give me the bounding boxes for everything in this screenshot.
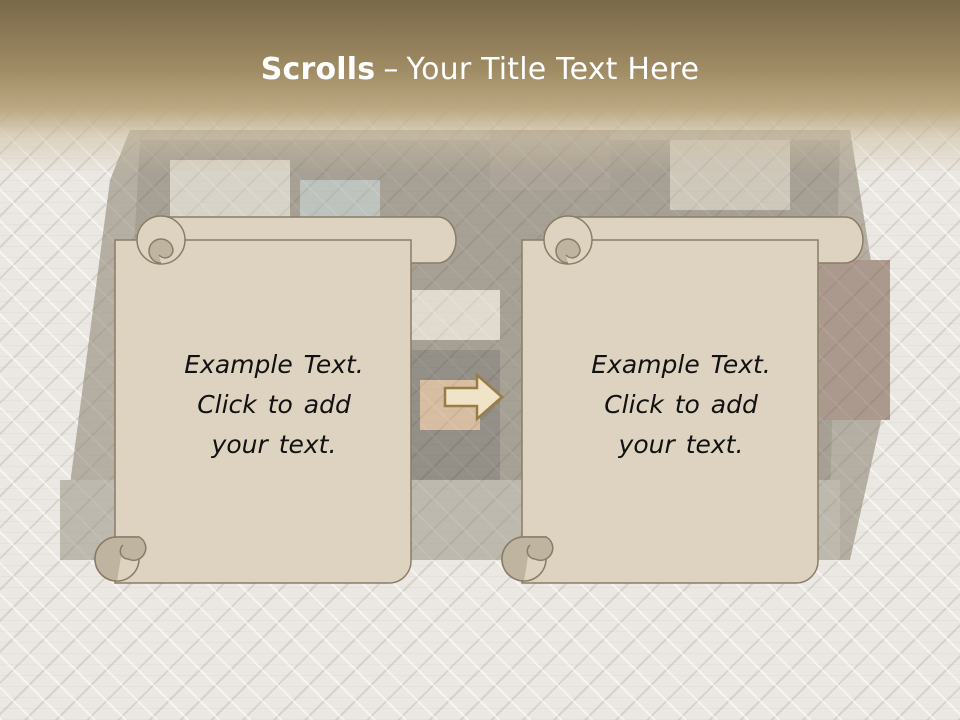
- scroll-right[interactable]: Example Text. Click to add your text.: [500, 215, 870, 585]
- scroll-left-line3: your text.: [211, 430, 337, 459]
- scroll-left-line1: Example Text.: [184, 350, 364, 379]
- scroll-left-text[interactable]: Example Text. Click to add your text.: [138, 345, 410, 465]
- scroll-right-line3: your text.: [618, 430, 744, 459]
- title-rest: Your Title Text Here: [406, 52, 700, 87]
- right-arrow-icon: [443, 372, 505, 422]
- title-dash: –: [383, 52, 399, 87]
- title-bold: Scrolls: [260, 52, 376, 87]
- slide-title[interactable]: Scrolls–Your Title Text Here: [0, 52, 960, 87]
- scroll-right-line2: Click to add: [604, 390, 758, 419]
- scroll-right-line1: Example Text.: [591, 350, 771, 379]
- title-band: [0, 0, 960, 175]
- scroll-right-text[interactable]: Example Text. Click to add your text.: [545, 345, 817, 465]
- scroll-left[interactable]: Example Text. Click to add your text.: [93, 215, 463, 585]
- scroll-left-line2: Click to add: [197, 390, 351, 419]
